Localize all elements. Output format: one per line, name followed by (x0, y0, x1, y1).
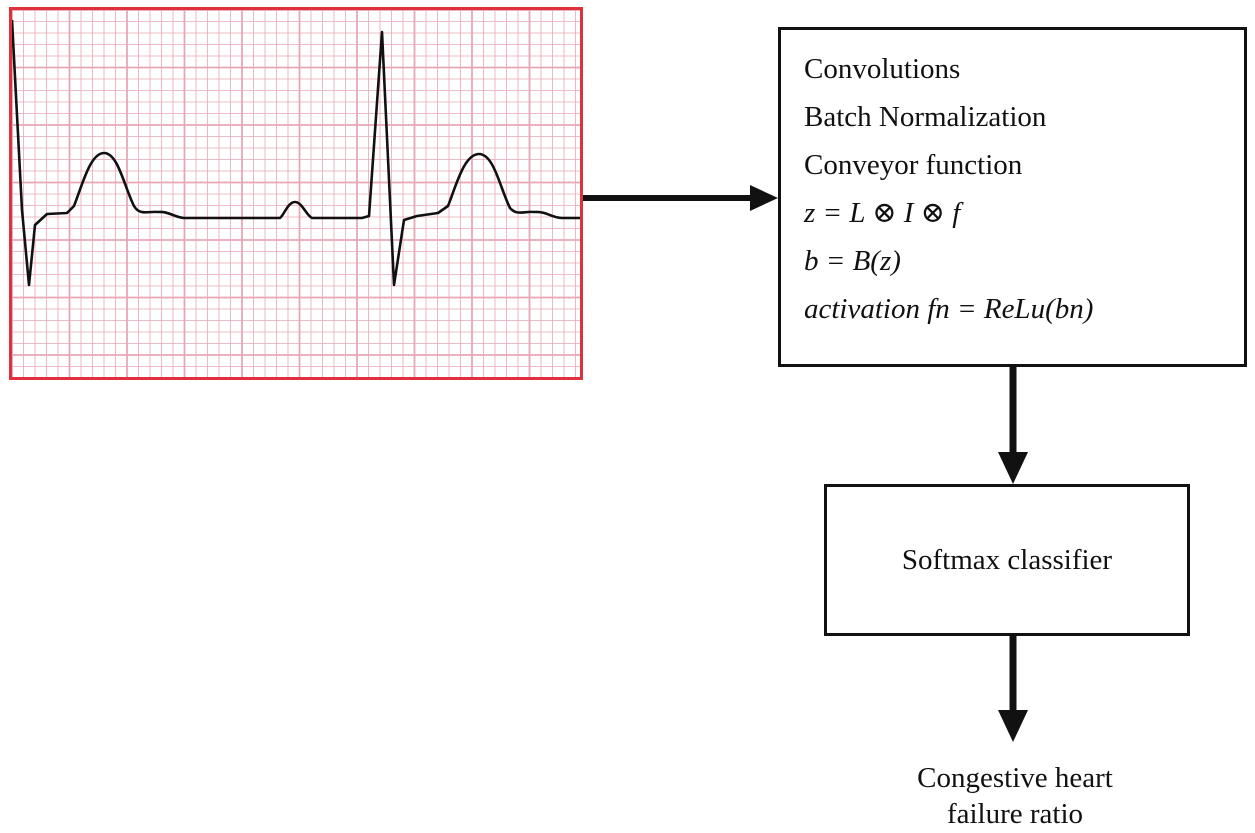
output-label-line-2: failure ratio (946, 798, 1084, 830)
arrow-conv-to-softmax (998, 367, 1028, 484)
equation-activation: activation fn = ReLu(bn) (804, 285, 1244, 333)
equation-b-rhs: = B(z) (818, 245, 901, 277)
conv-line-convolutions: Convolutions (804, 53, 961, 85)
ecg-waveform-icon (12, 10, 580, 377)
equation-z-lhs: z (804, 197, 816, 229)
equation-activation-lhs: activation fn (804, 293, 950, 325)
arrow-softmax-to-output (998, 636, 1028, 742)
output-label: Congestive heart failure ratio (895, 760, 1135, 832)
ecg-trace (12, 19, 580, 287)
conv-block: Convolutions Batch Normalization Conveyo… (778, 27, 1247, 367)
output-label-line-1: Congestive heart (917, 762, 1113, 794)
equation-activation-rhs: = ReLu(bn) (949, 293, 1094, 325)
softmax-label: Softmax classifier (901, 543, 1113, 576)
conv-line-batch-normalization: Batch Normalization (804, 101, 1047, 133)
arrow-ecg-to-conv (583, 185, 778, 211)
equation-z-rhs: = L ⊗ I ⊗ f (815, 197, 961, 229)
softmax-block: Softmax classifier (824, 484, 1190, 636)
equation-b-lhs: b (804, 245, 819, 277)
conv-line-conveyor-function: Conveyor function (804, 149, 1023, 181)
equation-z: z = L ⊗ I ⊗ f (804, 189, 1244, 237)
ecg-input-panel (9, 7, 583, 380)
equation-b: b = B(z) (804, 237, 1244, 285)
